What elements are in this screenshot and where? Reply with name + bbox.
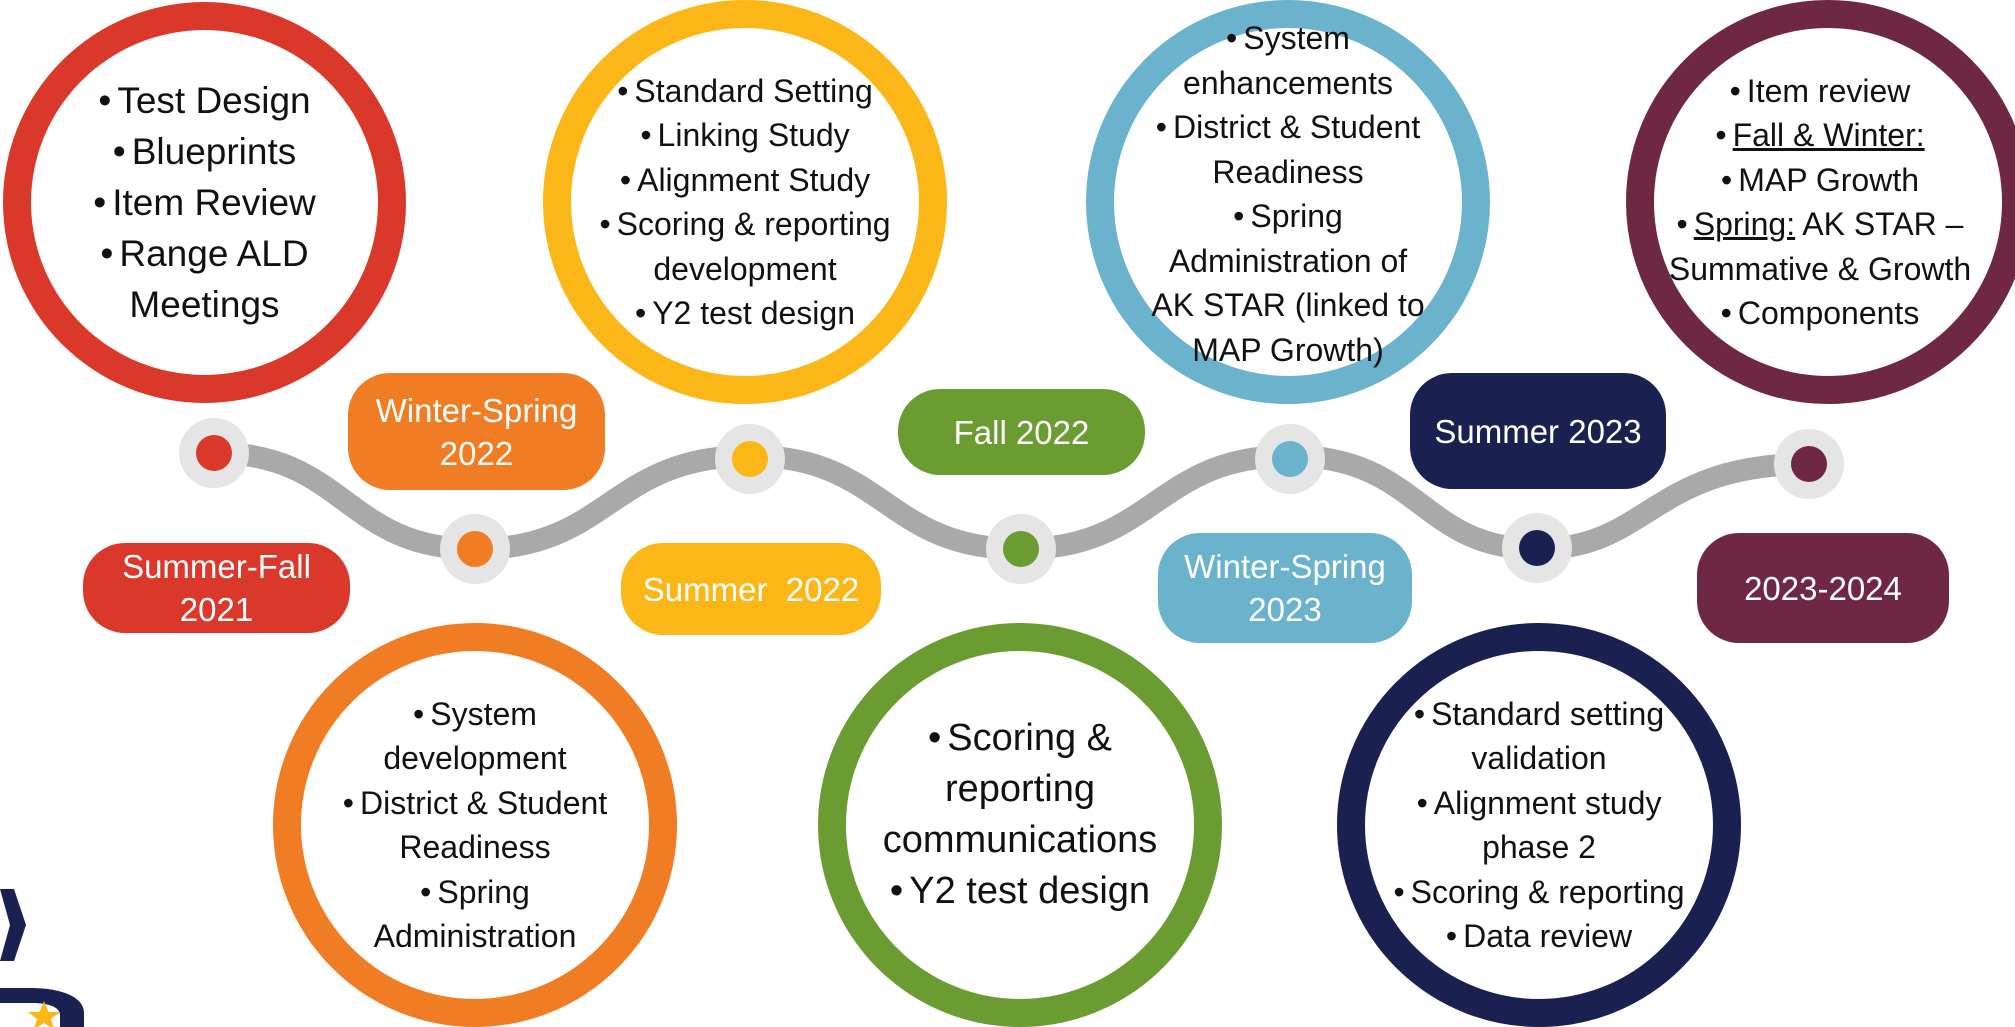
period-label-fall-2022: Fall 2022 bbox=[898, 389, 1145, 475]
node-dot bbox=[732, 441, 768, 477]
node-dot bbox=[196, 435, 232, 471]
period-label-2023-2024: 2023-2024 bbox=[1697, 533, 1949, 643]
timeline-node-winter-spring-2022 bbox=[440, 514, 510, 584]
activity-item: •Y2 test design bbox=[889, 870, 1151, 912]
milestone-circle-2023-2024: •Item review •Fall & Winter: •MAP Growth… bbox=[1626, 0, 2015, 404]
activity-item: •Alignment Study bbox=[619, 161, 871, 198]
activity-list: •Item review •Fall & Winter: •MAP Growth… bbox=[1669, 69, 1971, 336]
period-text: 2023-2024 bbox=[1744, 569, 1902, 607]
period-text: Summer 2023 bbox=[1434, 412, 1642, 450]
timeline-node-summer-fall-2021 bbox=[179, 418, 249, 488]
activity-item: •MAP Growth bbox=[1721, 161, 1919, 198]
node-dot bbox=[1519, 530, 1555, 566]
period-text: Summer 2022 bbox=[642, 570, 860, 608]
activity-item: •Components bbox=[1720, 295, 1920, 331]
activity-item: •Scoring & reporting bbox=[1393, 873, 1685, 910]
node-dot bbox=[1791, 446, 1827, 482]
activity-item: •Item Review bbox=[93, 182, 316, 223]
activity-item: •Item review bbox=[1729, 72, 1911, 109]
timeline-node-summer-2022 bbox=[715, 424, 785, 494]
ak-star-logo bbox=[0, 889, 84, 1027]
timeline-node-winter-spring-2023 bbox=[1255, 424, 1325, 494]
activity-item: •Test Design bbox=[98, 80, 311, 121]
period-label-summer-2023: Summer 2023 bbox=[1410, 373, 1666, 489]
activity-item: •Fall & Winter: bbox=[1715, 117, 1925, 153]
activity-item: •Blueprints bbox=[112, 131, 297, 172]
activity-item: •Standard Setting bbox=[617, 72, 873, 109]
activity-list: •Standard Setting •Linking Study •Alignm… bbox=[599, 69, 890, 336]
node-dot bbox=[1272, 441, 1308, 477]
timeline-node-fall-2022 bbox=[986, 514, 1056, 584]
milestone-circle-summer-2022: •Standard Setting •Linking Study •Alignm… bbox=[543, 0, 947, 404]
activity-item: •Linking Study bbox=[640, 117, 850, 153]
activity-item: •Spring: AK STAR –Summative & Growth bbox=[1668, 206, 1972, 287]
node-dot bbox=[457, 531, 493, 567]
node-dot bbox=[1003, 531, 1039, 567]
activity-list: •Test Design •Blueprints •Item Review •R… bbox=[93, 75, 316, 330]
timeline-node-summer-2023 bbox=[1502, 513, 1572, 583]
period-text: Fall 2022 bbox=[953, 413, 1090, 451]
activity-item: •Y2 test design bbox=[635, 295, 855, 331]
activity-item: •Data review bbox=[1445, 918, 1633, 954]
period-label-summer-2022: Summer 2022 bbox=[621, 543, 881, 635]
milestone-circle-summer-fall-2021: •Test Design •Blueprints •Item Review •R… bbox=[3, 2, 406, 403]
timeline-node-2023-2024 bbox=[1774, 429, 1844, 499]
